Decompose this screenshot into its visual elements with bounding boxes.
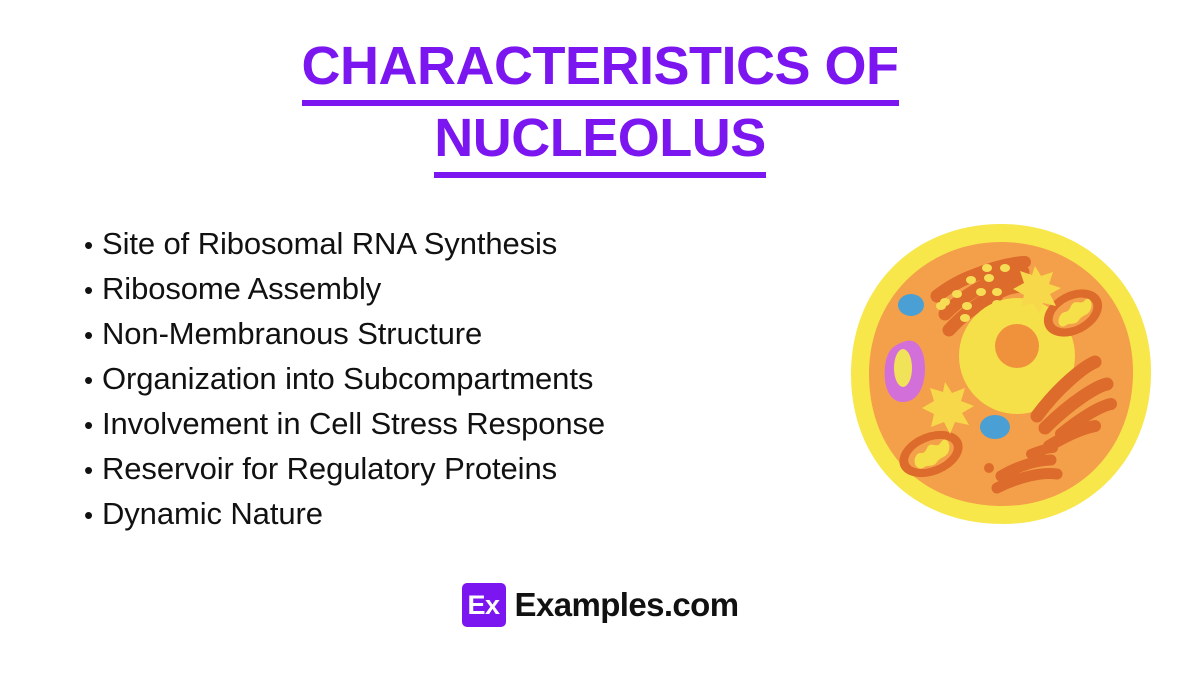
lysosome-icon [884,340,925,402]
bullet-icon: • [84,320,94,350]
er-dot-icon [984,463,994,473]
list-item: • Site of Ribosomal RNA Synthesis [84,222,804,267]
list-item: • Dynamic Nature [84,492,804,537]
list-item: • Reservoir for Regulatory Proteins [84,447,804,492]
list-item: • Organization into Subcompartments [84,357,804,402]
smooth-endoplasmic-reticulum-icon [991,355,1117,494]
mitochondrion-upper-right-icon [1043,289,1103,337]
nucleolus-icon [995,324,1039,368]
er-dot-icon [1036,447,1046,457]
title-line-2-text: NUCLEOLUS [434,106,766,178]
examples-logo[interactable]: Ex Examples.com [0,583,1200,627]
bullet-icon: • [84,230,94,260]
list-item-label: Reservoir for Regulatory Proteins [102,451,557,486]
animal-cell-illustration [845,218,1157,530]
bullet-icon: • [84,365,94,395]
title-line-1-text: CHARACTERISTICS OF [301,34,899,106]
list-item-label: Site of Ribosomal RNA Synthesis [102,226,558,261]
golgi-apparatus-upper-right-icon [1013,266,1061,314]
vesicle-lower-center-icon [980,415,1010,439]
list-item: • Ribosome Assembly [84,267,804,312]
list-item: • Non-Membranous Structure [84,312,804,357]
vesicle-upper-left-icon [898,294,924,316]
examples-logo-wordmark: Examples.com [514,586,740,623]
page-title: CHARACTERISTICS OF NUCLEOLUS [0,34,1200,178]
list-item-label: Dynamic Nature [102,496,323,531]
golgi-apparatus-center-left-icon [922,382,974,434]
bullet-icon: • [84,455,94,485]
mitochondrion-lower-left-icon [899,430,963,478]
bullet-icon: • [84,410,94,440]
list-item-label: Involvement in Cell Stress Response [102,406,606,441]
list-item-label: Non-Membranous Structure [102,316,483,351]
list-item-label: Organization into Subcompartments [102,361,594,396]
bullet-icon: • [84,275,94,305]
characteristics-list: • Site of Ribosomal RNA Synthesis • Ribo… [84,222,804,537]
title-line-2: NUCLEOLUS [0,106,1200,178]
bullet-icon: • [84,500,94,530]
list-item-label: Ribosome Assembly [102,271,382,306]
title-line-1: CHARACTERISTICS OF [0,34,1200,106]
list-item: • Involvement in Cell Stress Response [84,402,804,447]
examples-logo-mark-icon: Ex [461,583,506,627]
